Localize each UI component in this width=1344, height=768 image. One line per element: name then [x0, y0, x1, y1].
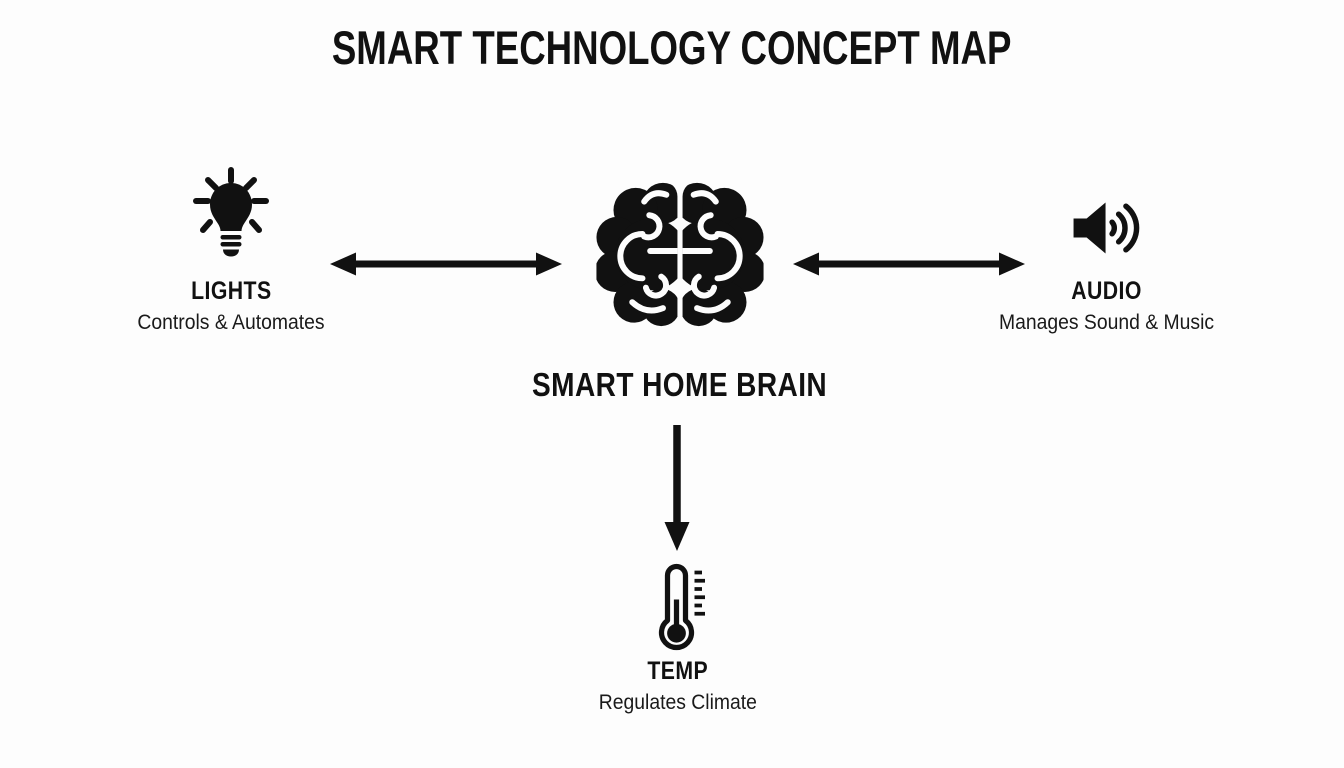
node-smart-home-brain-label: SMART HOME BRAIN	[532, 366, 828, 403]
node-temp: TEMP Regulates Climate	[546, 562, 810, 715]
node-audio-label: AUDIO	[1071, 277, 1143, 305]
node-lights-description: Controls & Automates	[137, 309, 325, 334]
down-arrow-brain-temp	[664, 425, 690, 551]
node-lights-label: LIGHTS	[190, 277, 272, 305]
node-audio: AUDIO Manages Sound & Music	[975, 196, 1239, 335]
node-temp-label: TEMP	[647, 657, 709, 685]
node-temp-description: Regulates Climate	[598, 689, 758, 714]
brain-icon	[594, 176, 766, 338]
page-title: SMART TECHNOLOGY CONCEPT MAP	[0, 20, 1344, 75]
page-title-text: SMART TECHNOLOGY CONCEPT MAP	[332, 21, 1012, 74]
node-audio-description: Manages Sound & Music	[999, 309, 1215, 334]
lightbulb-icon	[193, 167, 269, 257]
speaker-icon	[1073, 202, 1140, 254]
bidirectional-arrow-brain-lights	[330, 252, 562, 276]
bidirectional-arrow-brain-audio	[793, 252, 1025, 276]
node-smart-home-brain: SMART HOME BRAIN	[522, 176, 838, 404]
node-lights: LIGHTS Controls & Automates	[96, 167, 366, 335]
thermometer-icon	[658, 563, 705, 651]
